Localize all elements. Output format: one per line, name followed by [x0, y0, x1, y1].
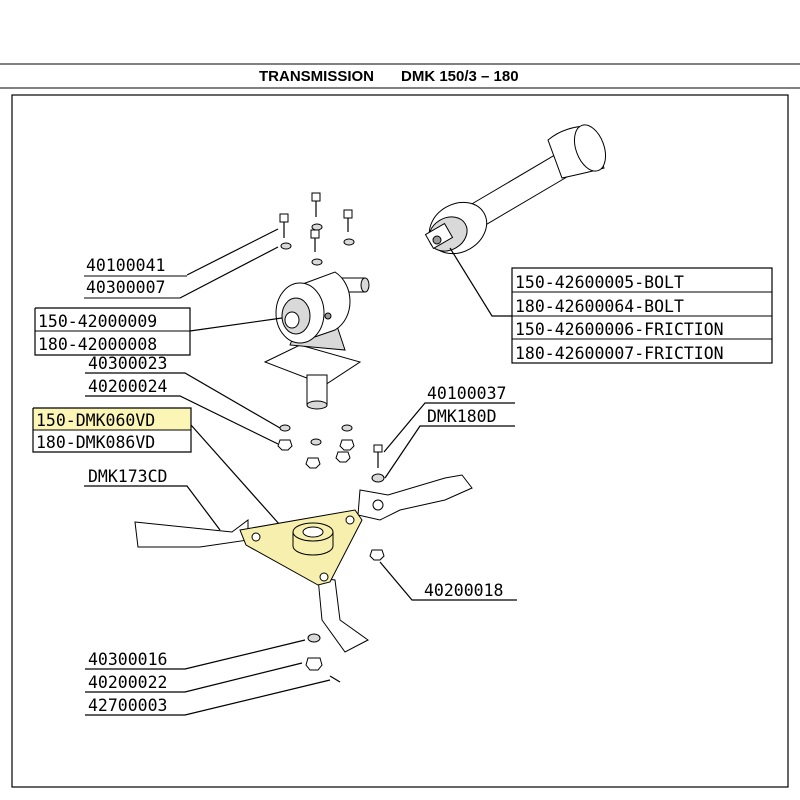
washer: [341, 424, 353, 432]
washer: [310, 438, 322, 446]
blade-right: [357, 474, 473, 521]
nut: [305, 457, 321, 469]
bolt-head: [311, 192, 321, 202]
lower-gearbox-hardware[interactable]: [277, 424, 355, 469]
blade-holder-label-box: [32, 407, 192, 453]
label-40300016[interactable]: 40300016: [88, 650, 167, 669]
leader-40300007: [179, 246, 279, 299]
blade-assembly[interactable]: [134, 474, 473, 653]
gearbox-bolts[interactable]: [279, 192, 355, 266]
label-150-dmk060vd[interactable]: 150-DMK060VD: [36, 411, 155, 430]
label-42700003[interactable]: 42700003: [88, 696, 167, 715]
bolt-head: [343, 209, 353, 219]
label-150-42600005-bolt[interactable]: 150-42600005-BOLT: [515, 273, 684, 292]
nut: [277, 439, 293, 451]
leader-40300016: [85, 639, 306, 670]
bolt-head: [373, 444, 383, 453]
label-dmk173cd[interactable]: DMK173CD: [88, 467, 167, 486]
leader-40100041: [186, 228, 279, 276]
label-180-42000008[interactable]: 180-42000008: [38, 335, 157, 354]
gearbox-label-box: [34, 307, 191, 356]
gearbox-shaft-end: [284, 311, 300, 329]
washer: [279, 424, 291, 432]
label-180-dmk086vd[interactable]: 180-DMK086VD: [36, 433, 155, 452]
blade-bottom: [317, 577, 369, 653]
label-40100037[interactable]: 40100037: [427, 384, 506, 403]
nut-40200022[interactable]: [305, 657, 323, 671]
label-40300007[interactable]: 40300007: [86, 278, 165, 297]
washer: [343, 238, 355, 246]
label-40100041[interactable]: 40100041: [86, 256, 165, 275]
label-40200022[interactable]: 40200022: [88, 673, 167, 692]
leader-40200018: [379, 561, 517, 601]
bolt-head: [310, 229, 320, 239]
diagram-title: TRANSMISSION: [259, 68, 374, 85]
label-150-42600006-friction[interactable]: 150-42600006-FRICTION: [515, 320, 724, 339]
washer: [280, 242, 292, 250]
label-180-42600064-bolt[interactable]: 180-42600064-BOLT: [515, 297, 684, 316]
yoke-bolt: [432, 235, 442, 245]
washer: [311, 223, 323, 231]
bolt-head: [279, 213, 289, 223]
leader-dmk180d: [384, 425, 515, 479]
gearbox[interactable]: [263, 271, 370, 410]
label-40200024[interactable]: 40200024: [88, 377, 168, 396]
pin-42700003[interactable]: [329, 675, 341, 683]
leader-gearbox: [189, 317, 283, 332]
leader-40200022: [85, 662, 303, 693]
washer-40300016[interactable]: [307, 633, 321, 643]
leader-dmk173cd: [84, 485, 221, 531]
highlight-label-bg: [33, 408, 191, 430]
nut: [339, 439, 355, 451]
drive-shaft-end: [573, 124, 607, 172]
label-40200018[interactable]: 40200018: [424, 581, 503, 600]
blade-right-bolt[interactable]: [371, 444, 385, 483]
washer: [371, 473, 385, 483]
washer: [311, 258, 323, 266]
diagram-frame: [11, 94, 789, 788]
drive-shaft-assembly[interactable]: [420, 121, 611, 264]
gearbox-plug: [324, 312, 332, 320]
drive-shaft-label-box: [511, 267, 773, 364]
nut-40200018[interactable]: [369, 549, 385, 561]
label-40300023[interactable]: 40300023: [88, 354, 167, 373]
blade-left: [134, 519, 249, 548]
label-150-42000009[interactable]: 150-42000009: [38, 312, 157, 331]
leader-42700003: [85, 679, 331, 716]
label-180-42600007-friction[interactable]: 180-42600007-FRICTION: [515, 344, 724, 363]
diagram-model: DMK 150/3 – 180: [401, 68, 519, 85]
leader-drive-shaft: [449, 247, 512, 317]
label-dmk180d[interactable]: DMK180D: [427, 407, 497, 426]
gearbox-base-plate: [263, 344, 362, 386]
nut: [335, 451, 351, 463]
leader-blade-holder: [190, 424, 281, 526]
